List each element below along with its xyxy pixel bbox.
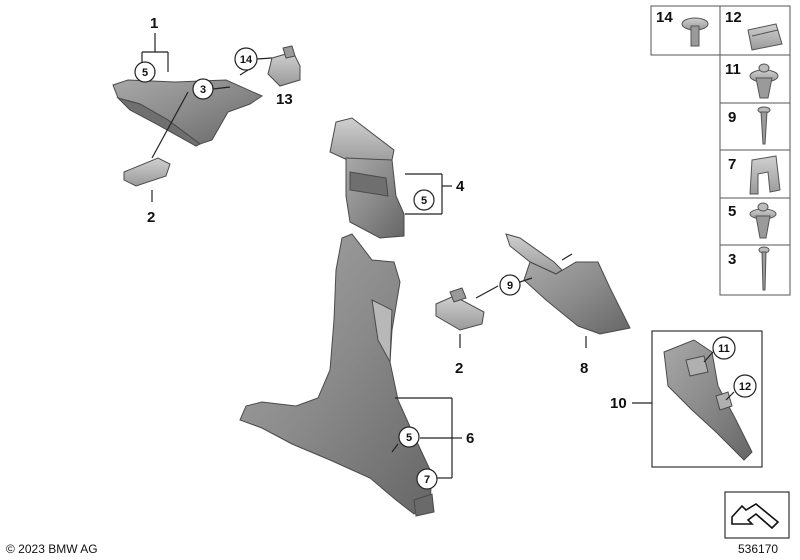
callout-3[interactable]: 3 bbox=[192, 78, 214, 100]
legend-item-9[interactable]: 9 bbox=[728, 106, 771, 145]
cover-cap-part[interactable] bbox=[123, 157, 171, 187]
svg-text:3: 3 bbox=[728, 251, 736, 268]
svg-text:11: 11 bbox=[718, 343, 730, 355]
callout-14[interactable]: 14 bbox=[234, 47, 258, 71]
svg-text:11: 11 bbox=[725, 61, 741, 78]
legend-item-7[interactable]: 7 bbox=[728, 155, 781, 195]
leader-line bbox=[725, 391, 735, 401]
part-label-6: 6 bbox=[466, 430, 474, 447]
callout-5-lower[interactable]: 5 bbox=[398, 426, 420, 448]
detail-box-10[interactable] bbox=[651, 330, 763, 468]
svg-text:5: 5 bbox=[728, 203, 736, 220]
callout-11[interactable]: 11 bbox=[712, 336, 736, 360]
svg-text:14: 14 bbox=[240, 54, 253, 66]
callout-5-upper[interactable]: 5 bbox=[134, 61, 156, 83]
direction-arrow-icon bbox=[731, 503, 780, 530]
bracket-clip-icon bbox=[749, 155, 781, 195]
orientation-arrow-box bbox=[724, 491, 790, 539]
svg-text:9: 9 bbox=[507, 280, 513, 292]
leader-line bbox=[561, 253, 573, 261]
leader-line bbox=[239, 69, 249, 76]
c-pillar-trim-part[interactable] bbox=[505, 233, 631, 335]
leader-line bbox=[475, 285, 499, 299]
leader-line bbox=[519, 277, 533, 283]
part-label-10: 10 bbox=[610, 395, 627, 412]
leader-line bbox=[703, 351, 714, 363]
callout-9[interactable]: 9 bbox=[499, 274, 521, 296]
svg-text:7: 7 bbox=[728, 156, 736, 173]
part-label-8: 8 bbox=[580, 360, 588, 377]
svg-text:9: 9 bbox=[728, 109, 736, 126]
callout-12[interactable]: 12 bbox=[733, 374, 757, 398]
spring-nut-clip-icon bbox=[747, 23, 783, 51]
part-label-2-upper: 2 bbox=[147, 209, 155, 226]
clip-part-13[interactable] bbox=[267, 45, 301, 87]
svg-text:5: 5 bbox=[142, 67, 148, 79]
diagram-number: 536170 bbox=[738, 542, 778, 556]
legend-item-11[interactable]: 11 bbox=[725, 61, 779, 99]
svg-text:12: 12 bbox=[725, 9, 742, 26]
svg-text:5: 5 bbox=[421, 195, 427, 207]
part-label-13: 13 bbox=[276, 91, 293, 108]
copyright-text: © 2023 BMW AG bbox=[6, 542, 98, 556]
self-tapping-screw-icon bbox=[757, 106, 771, 145]
part-label-2-middle: 2 bbox=[455, 360, 463, 377]
part-label-4: 4 bbox=[456, 178, 465, 195]
leader-line bbox=[256, 57, 273, 60]
legend-item-14[interactable]: 14 bbox=[656, 9, 709, 47]
part-label-1: 1 bbox=[150, 15, 158, 32]
svg-text:12: 12 bbox=[739, 381, 751, 393]
expanding-rivet-icon bbox=[749, 63, 779, 99]
svg-text:5: 5 bbox=[406, 432, 412, 444]
leader-line bbox=[391, 443, 399, 453]
long-screw-icon bbox=[758, 246, 770, 291]
svg-text:7: 7 bbox=[424, 474, 430, 486]
flat-head-screw-icon bbox=[681, 17, 709, 47]
b-pillar-upper-part[interactable] bbox=[329, 117, 405, 239]
leader-line bbox=[151, 91, 189, 159]
fastener-legend bbox=[650, 5, 791, 296]
svg-text:3: 3 bbox=[200, 84, 206, 96]
callout-5-b-pillar[interactable]: 5 bbox=[413, 189, 435, 211]
legend-item-3[interactable]: 3 bbox=[728, 246, 770, 291]
b-pillar-lower-part[interactable] bbox=[239, 233, 435, 517]
legend-item-12[interactable]: 12 bbox=[725, 9, 783, 51]
a-pillar-trim-part[interactable] bbox=[112, 79, 264, 147]
svg-text:14: 14 bbox=[656, 9, 673, 26]
push-rivet-icon bbox=[749, 202, 777, 239]
callout-7[interactable]: 7 bbox=[416, 468, 438, 490]
legend-item-5[interactable]: 5 bbox=[728, 202, 777, 239]
cover-cap-middle-part[interactable] bbox=[435, 287, 485, 331]
leader-line bbox=[212, 86, 231, 90]
